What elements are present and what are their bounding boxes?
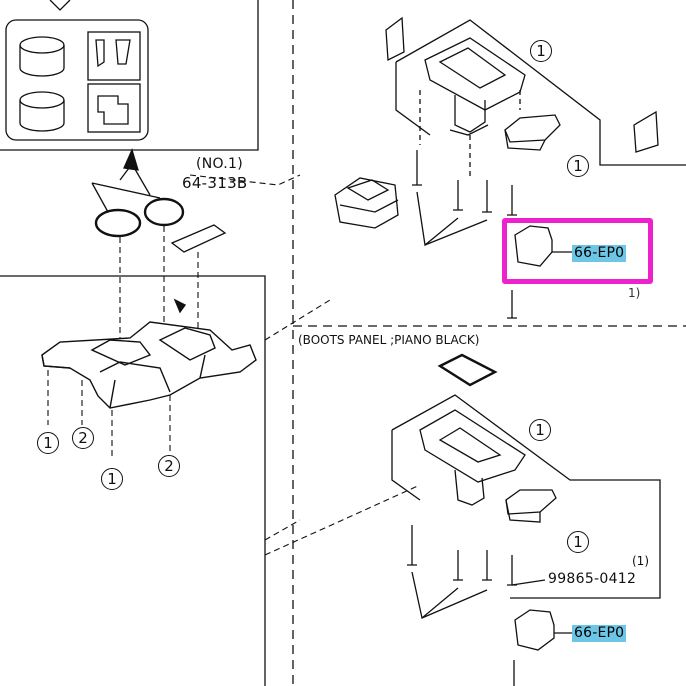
callout-2-console-right: 2 — [158, 455, 180, 477]
bottom-assembly-outline — [391, 394, 661, 599]
cup-ring-parts — [91, 148, 227, 253]
callout-1-bottom-housing: 1 — [529, 419, 551, 441]
part-number-switch-top[interactable]: 66-EP0 — [572, 245, 627, 262]
cup-holder-icon — [19, 36, 65, 132]
switch-unit-top — [504, 114, 561, 151]
label-small-paren: 1) — [628, 286, 641, 300]
callout-1-top-housing: 1 — [530, 40, 552, 62]
screws-top — [412, 150, 517, 319]
callout-1-top-switch: 1 — [567, 155, 589, 177]
part-number-switch-bottom[interactable]: 66-EP0 — [572, 625, 627, 642]
shift-knob — [334, 177, 399, 229]
switch-bottom-icon — [514, 609, 555, 651]
left-section-frame — [0, 275, 266, 686]
label-note-1: (1) — [632, 554, 649, 568]
switch-top-icon — [514, 225, 553, 267]
label-part-64313b: 64-313B — [182, 174, 248, 192]
cover-plate-right — [633, 110, 659, 153]
shift-housing-bottom — [419, 409, 526, 506]
cover-plate-top — [385, 16, 405, 62]
highlight-box — [502, 218, 653, 284]
label-no1: (NO.1) — [196, 156, 244, 172]
piano-black-panel — [437, 353, 498, 387]
center-console — [41, 298, 257, 409]
callout-2-console-left: 2 — [72, 427, 94, 449]
inset-frame-top-left — [0, 0, 259, 151]
callout-1-bottom-switch: 1 — [567, 531, 589, 553]
switch-unit-bottom — [505, 489, 557, 523]
shift-housing-top — [424, 37, 526, 136]
label-boots-panel: (BOOTS PANEL ;PIANO BLACK) — [298, 333, 480, 347]
top-assembly-outline — [395, 19, 686, 166]
callout-1-console-left: 1 — [37, 432, 59, 454]
screws-bottom — [407, 525, 517, 686]
bracket-icon — [87, 31, 141, 133]
inset-panel — [5, 19, 149, 141]
label-bolt-99865: 99865-0412 — [548, 571, 637, 587]
callout-1-console-center: 1 — [101, 468, 123, 490]
